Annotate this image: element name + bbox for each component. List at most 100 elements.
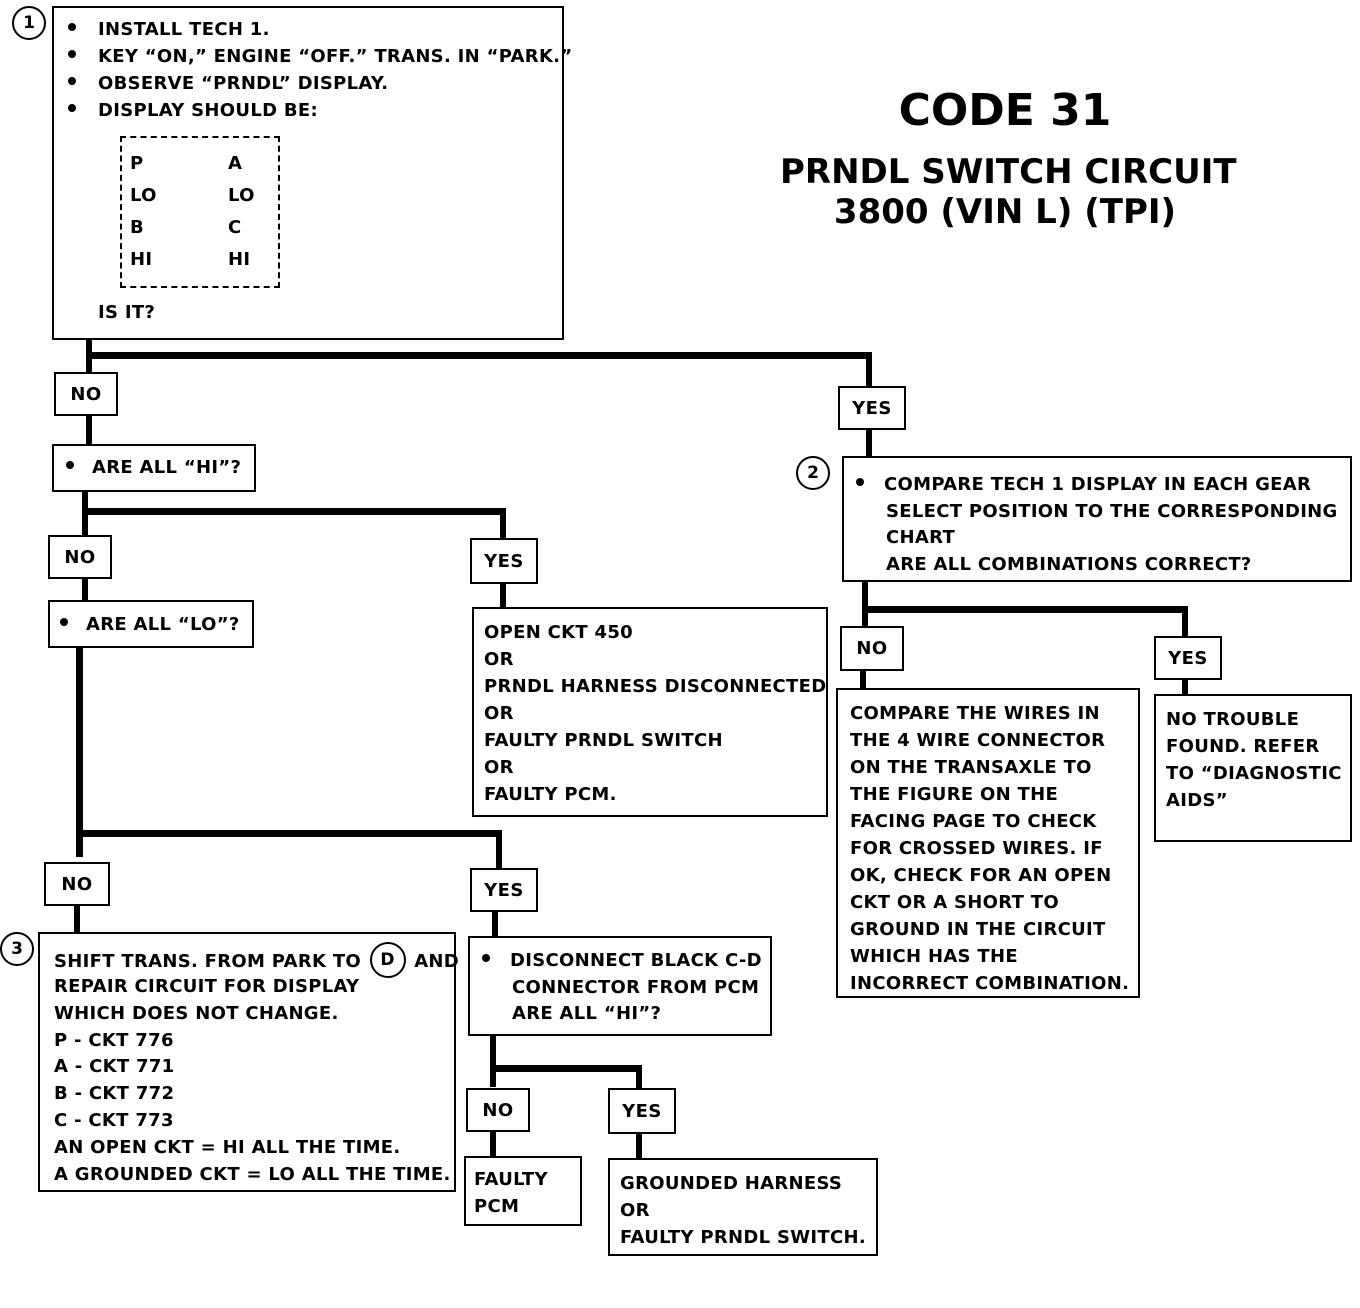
drive-position-marker: D <box>369 942 406 978</box>
step-3-line: AN OPEN CKT = HI ALL THE TIME. <box>54 1136 401 1158</box>
connector-line <box>490 1130 496 1156</box>
step-2-box: COMPARE TECH 1 DISPLAY IN EACH GEAR SELE… <box>842 456 1352 582</box>
question-disconnect-box: DISCONNECT BLACK C-D CONNECTOR FROM PCM … <box>468 936 772 1036</box>
question-disconnect-text: DISCONNECT BLACK C-D CONNECTOR FROM PCM … <box>482 948 762 1028</box>
connector-line <box>74 904 80 932</box>
question-line: DISCONNECT BLACK C-D <box>510 950 762 971</box>
question-line: ARE ALL “HI”? <box>512 1003 662 1024</box>
display-table-right-column: A LO C HI <box>228 148 255 276</box>
result-line: OR <box>484 649 514 670</box>
connector-line <box>1182 678 1188 696</box>
no-label: NO <box>840 626 904 671</box>
question-line: CONNECTOR FROM PCM <box>512 976 760 998</box>
display-value: HI <box>228 249 251 270</box>
result-line: OR <box>620 1200 650 1221</box>
result-line: WHICH HAS THE <box>850 946 1018 967</box>
result-line: PCM <box>474 1196 520 1217</box>
display-value: B <box>130 217 145 238</box>
step-3-line: P - CKT 776 <box>54 1029 174 1051</box>
step-1-question: IS IT? <box>98 302 156 323</box>
result-line: PRNDL HARNESS DISCONNECTED <box>484 676 827 697</box>
connector-line <box>500 508 506 540</box>
bullet-icon <box>68 50 76 58</box>
step-2-line: CHART <box>886 527 956 548</box>
question-text: ARE ALL “HI”? <box>92 457 242 478</box>
bullet-text: OBSERVE “PRNDL” DISPLAY. <box>98 73 389 94</box>
result-line: FOR CROSSED WIRES. IF <box>850 838 1103 859</box>
connector-line <box>862 606 1188 613</box>
connector-line <box>82 508 506 515</box>
step-1-marker: 1 <box>12 6 46 40</box>
step-3-line: WHICH DOES NOT CHANGE. <box>54 1002 339 1024</box>
result-faulty-pcm-text: FAULTY PCM <box>474 1166 548 1220</box>
step-3-line: C - CKT 773 <box>54 1109 174 1131</box>
connector-line <box>492 910 498 936</box>
no-label: NO <box>44 862 110 906</box>
connector-line <box>86 414 92 446</box>
bullet-icon <box>482 954 490 962</box>
result-line: FOUND. REFER <box>1166 736 1320 757</box>
step-3-line: A GROUNDED CKT = LO ALL THE TIME. <box>54 1163 451 1185</box>
connector-line <box>490 1065 642 1072</box>
connector-line <box>860 669 866 689</box>
result-grounded-harness-text: GROUNDED HARNESS OR FAULTY PRNDL SWITCH. <box>620 1170 866 1251</box>
connector-line <box>636 1133 642 1159</box>
bullet-icon <box>68 23 76 31</box>
connector-line <box>76 830 502 837</box>
display-value: HI <box>130 249 153 270</box>
result-compare-wires-box: COMPARE THE WIRES IN THE 4 WIRE CONNECTO… <box>836 688 1140 998</box>
connector-line <box>862 580 868 626</box>
result-line: GROUNDED HARNESS <box>620 1173 843 1194</box>
result-grounded-harness-box: GROUNDED HARNESS OR FAULTY PRNDL SWITCH. <box>608 1158 878 1256</box>
result-line: OR <box>484 757 514 778</box>
result-line: NO TROUBLE <box>1166 709 1300 730</box>
step-2-text: COMPARE TECH 1 DISPLAY IN EACH GEAR SELE… <box>856 472 1338 578</box>
connector-line <box>866 352 872 388</box>
display-value: LO <box>130 185 157 206</box>
result-line: INCORRECT COMBINATION. <box>850 973 1130 994</box>
step-2-line: SELECT POSITION TO THE CORRESPONDING <box>886 500 1338 522</box>
step-3-text: SHIFT TRANS. FROM PARK TO D AND REPAIR C… <box>54 942 459 1188</box>
connector-line <box>636 1065 642 1089</box>
display-value: C <box>228 217 242 238</box>
connector-line <box>86 352 872 359</box>
display-table: P LO B HI A LO C HI <box>120 136 280 288</box>
result-line: FAULTY PRNDL SWITCH. <box>620 1227 866 1248</box>
question-all-lo-box: ARE ALL “LO”? <box>48 600 254 648</box>
bullet-icon <box>68 77 76 85</box>
result-no-trouble-box: NO TROUBLE FOUND. REFER TO “DIAGNOSTIC A… <box>1154 694 1352 842</box>
display-table-left-column: P LO B HI <box>130 148 157 276</box>
yes-label: YES <box>470 538 538 584</box>
no-label: NO <box>54 372 118 416</box>
result-line: FAULTY PRNDL SWITCH <box>484 730 723 751</box>
connector-line <box>82 577 88 601</box>
result-line: OR <box>484 703 514 724</box>
no-label: NO <box>48 535 112 579</box>
result-line: FAULTY PCM. <box>484 784 617 805</box>
result-line: COMPARE THE WIRES IN <box>850 703 1100 724</box>
yes-label: YES <box>838 386 906 430</box>
result-line: THE FIGURE ON THE <box>850 784 1059 805</box>
yes-label: YES <box>608 1088 676 1134</box>
result-line: FACING PAGE TO CHECK <box>850 811 1097 832</box>
no-label: NO <box>466 1088 530 1132</box>
connector-line <box>76 647 83 857</box>
question-all-hi: ARE ALL “HI”? <box>66 455 241 482</box>
bullet-text: DISPLAY SHOULD BE: <box>98 100 319 121</box>
result-line: CKT OR A SHORT TO <box>850 892 1059 913</box>
result-line: OPEN CKT 450 <box>484 622 633 643</box>
chart-code-title: CODE 31 <box>898 85 1112 136</box>
step-3-marker: 3 <box>0 932 34 966</box>
yes-label: YES <box>1154 636 1222 680</box>
result-faulty-pcm-box: FAULTY PCM <box>464 1156 582 1226</box>
step-3-line: SHIFT TRANS. FROM PARK TO <box>54 951 362 972</box>
connector-line <box>1182 606 1188 638</box>
question-all-lo: ARE ALL “LO”? <box>60 612 240 639</box>
result-open-circuit-box: OPEN CKT 450 OR PRNDL HARNESS DISCONNECT… <box>472 607 828 817</box>
question-text: ARE ALL “LO”? <box>86 614 240 635</box>
step-1-instructions: INSTALL TECH 1. KEY “ON,” ENGINE “OFF.” … <box>68 16 572 124</box>
bullet-icon <box>68 104 76 112</box>
result-compare-wires-text: COMPARE THE WIRES IN THE 4 WIRE CONNECTO… <box>850 700 1129 997</box>
result-line: GROUND IN THE CIRCUIT <box>850 919 1106 940</box>
step-3-box: SHIFT TRANS. FROM PARK TO D AND REPAIR C… <box>38 932 459 1192</box>
